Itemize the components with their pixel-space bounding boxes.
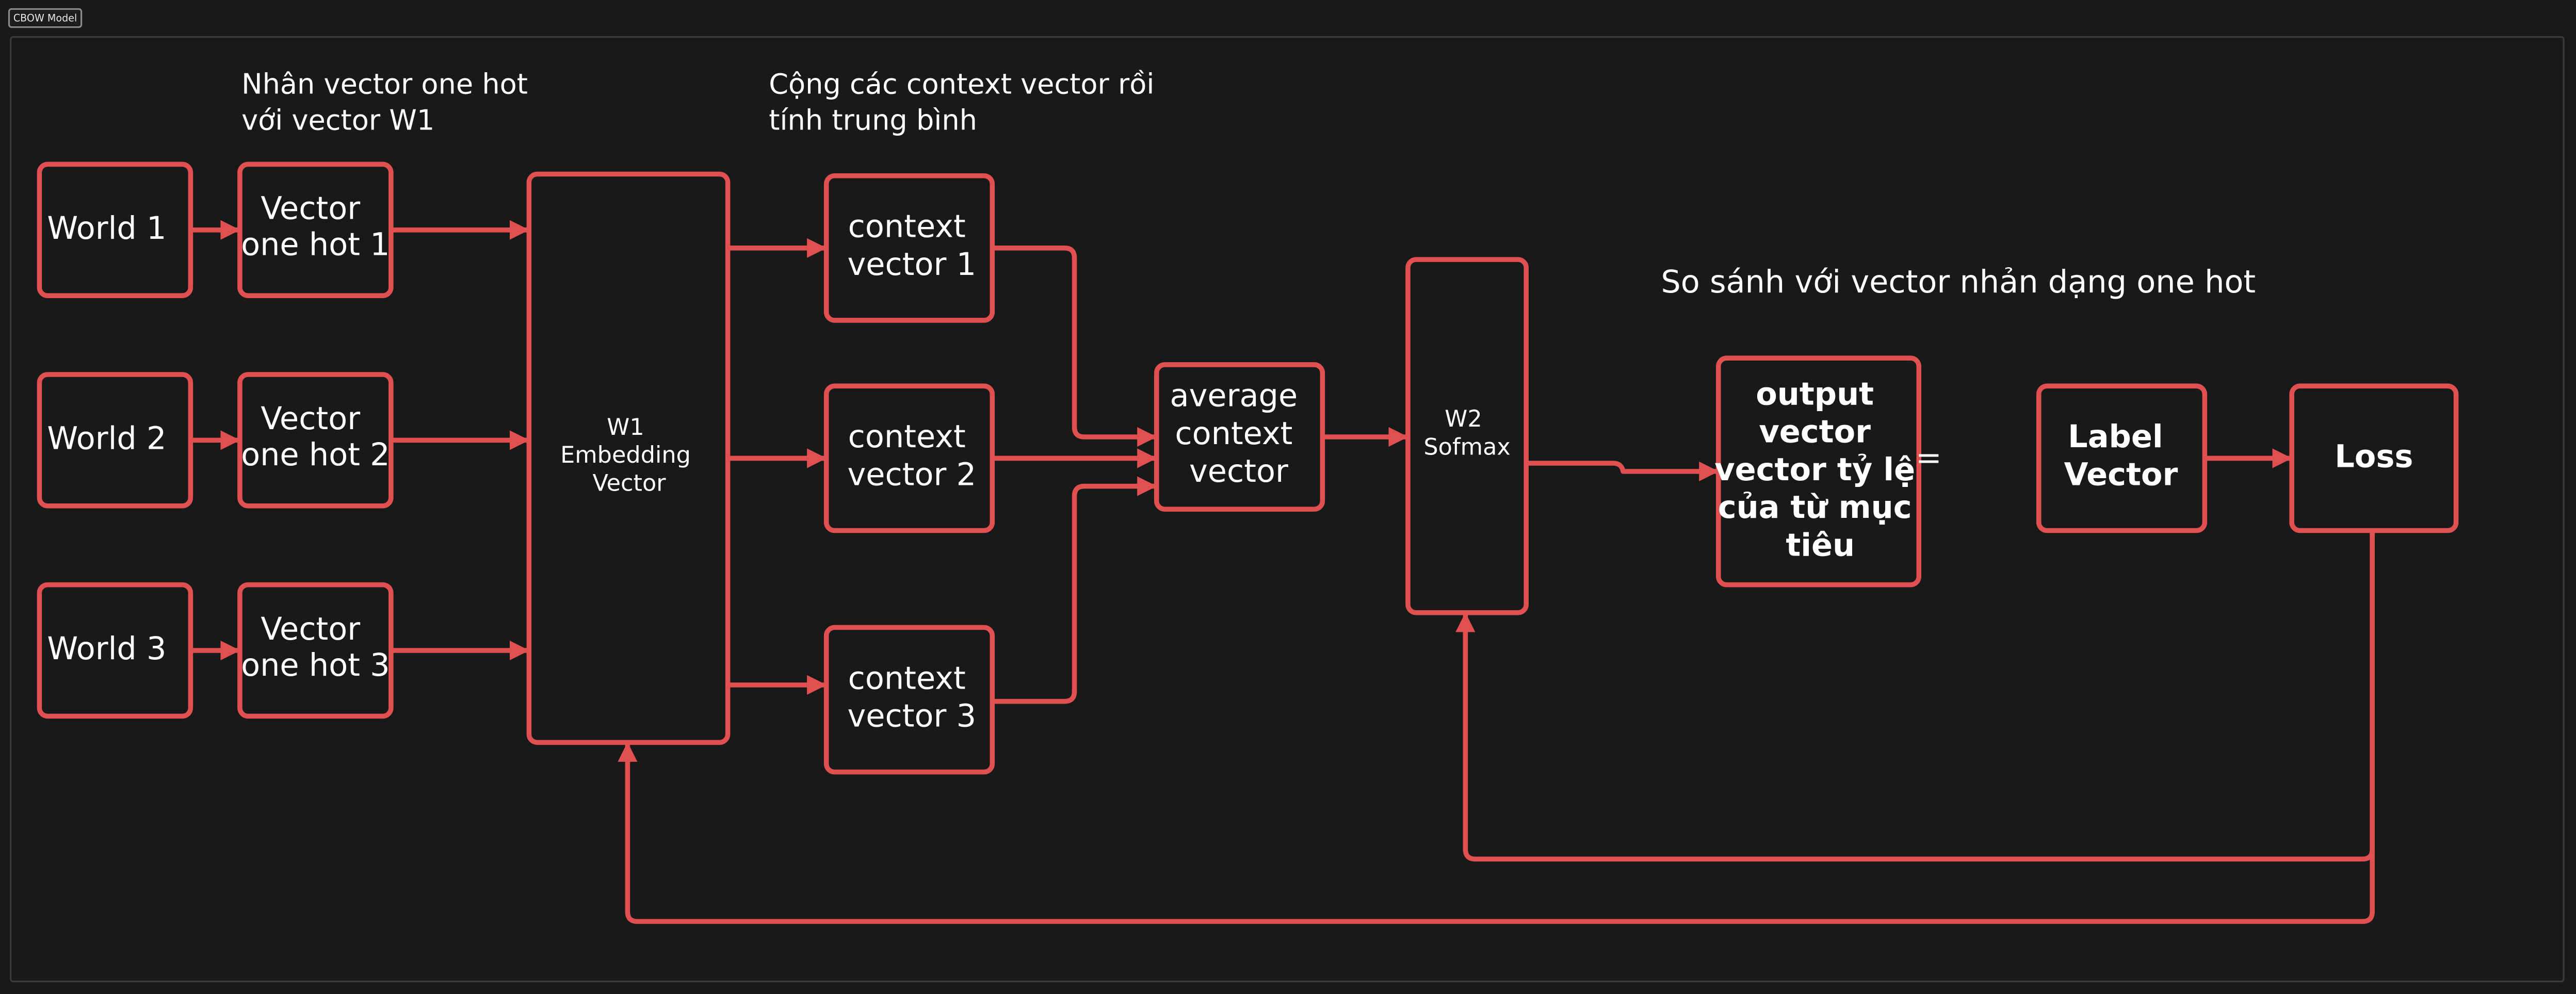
- node-context-vector-2: context vector 2: [823, 383, 995, 533]
- node-output-line5: tiêu: [1786, 527, 1855, 563]
- node-label-line1: Label: [2068, 419, 2163, 455]
- node-word3-label: World 3: [47, 631, 166, 667]
- node-w1-embedding: W1 Embedding Vector: [526, 171, 731, 745]
- svg-text:context vector 3: context vector 3: [847, 660, 976, 734]
- node-avg-line1: average: [1170, 378, 1298, 414]
- annotation-compare: So sánh với vector nhản dạng one hot: [1661, 264, 2256, 300]
- edge-ctx1-avg: [990, 246, 1158, 447]
- annotation-multiply-line2: với vector W1: [241, 104, 434, 137]
- annotation-sum-line2: tính trung bình: [769, 104, 977, 137]
- node-word2: World 2: [37, 372, 193, 509]
- node-onehot1-line2: one hot 1: [241, 226, 390, 263]
- node-w1-line1: W1: [607, 414, 644, 441]
- svg-text:World 2: World 2: [47, 420, 166, 457]
- svg-text:average context: average context vector: [1170, 378, 1308, 489]
- svg-text:World 1: World 1: [47, 210, 166, 246]
- node-output-line1: output: [1756, 376, 1874, 412]
- node-onehot2-line2: one hot 2: [241, 437, 390, 473]
- node-ctx2-line1: context: [848, 419, 966, 455]
- svg-text:Vector one hot 2: Vector one hot 2: [241, 401, 390, 473]
- svg-text:Vector one hot 1: Vector one hot 1: [241, 190, 390, 263]
- node-ctx1-line1: context: [848, 208, 966, 245]
- node-output-vector: output vector vector tỷ lệ của từ mục ti…: [1714, 355, 1942, 588]
- edge-ctx3-avg: [990, 476, 1158, 704]
- node-onehot3-line2: one hot 3: [241, 647, 390, 683]
- svg-text:W1 Embedding V: W1 Embedding Vector: [560, 414, 698, 496]
- node-ctx3-line2: vector 3: [847, 698, 976, 734]
- svg-text:World 3: World 3: [47, 631, 166, 667]
- node-output-line3: vector tỷ lệ: [1714, 451, 1915, 487]
- svg-text:Label Vector: Label Vector: [2064, 419, 2178, 493]
- node-avg-line3: vector: [1189, 453, 1288, 490]
- node-label-line2: Vector: [2064, 457, 2178, 493]
- node-onehot3: Vector one hot 3: [237, 582, 394, 719]
- node-word2-label: World 2: [47, 420, 166, 457]
- node-w1-line3: Vector: [593, 469, 667, 496]
- node-loss-label: Loss: [2335, 438, 2413, 475]
- node-w2-softmax: W2 Sofmax: [1405, 257, 1529, 615]
- node-label-vector: Label Vector: [2036, 383, 2208, 533]
- node-word1-label: World 1: [47, 210, 166, 246]
- node-w2-line2: Sofmax: [1423, 433, 1510, 460]
- annotation-multiply: Nhân vector one hot với vector W1: [241, 68, 537, 137]
- edge-loss-w1-feedback: [618, 529, 2375, 924]
- node-word1: World 1: [37, 161, 193, 298]
- node-average-context-vector: average context vector: [1154, 362, 1325, 512]
- svg-text:context vector 2: context vector 2: [847, 419, 976, 493]
- node-word3: World 3: [37, 582, 193, 719]
- annotation-multiply-line1: Nhân vector one hot: [241, 68, 528, 101]
- node-onehot2: Vector one hot 2: [237, 372, 394, 509]
- node-ctx3-line1: context: [848, 660, 966, 696]
- node-onehot1-line1: Vector: [261, 190, 360, 226]
- node-loss: Loss: [2289, 383, 2459, 533]
- annotation-compare-line1: So sánh với vector nhản dạng one hot: [1661, 264, 2256, 300]
- node-context-vector-3: context vector 3: [823, 625, 995, 775]
- edge-w2-output: [1524, 461, 1720, 481]
- annotation-sum: Cộng các context vector rồi tính trung b…: [769, 68, 1163, 137]
- node-ctx2-line2: vector 2: [847, 457, 976, 493]
- edges: [188, 220, 2375, 924]
- diagram-frame: [10, 36, 2565, 983]
- node-onehot2-line1: Vector: [261, 401, 360, 437]
- node-w1-line2: Embedding: [560, 442, 691, 468]
- annotation-sum-line1: Cộng các context vector rồi: [769, 68, 1154, 101]
- svg-text:W2 Sofmax: W2 Sofmax: [1423, 405, 1510, 460]
- node-output-equals: =: [1916, 440, 1942, 476]
- node-ctx1-line2: vector 1: [847, 246, 976, 282]
- svg-text:output vector: output vector vector tỷ lệ của từ mục ti…: [1714, 376, 1926, 563]
- node-avg-line2: context: [1175, 415, 1292, 451]
- svg-text:Loss: Loss: [2335, 438, 2413, 475]
- node-output-line2: vector: [1759, 414, 1871, 450]
- node-w2-line1: W2: [1445, 405, 1482, 432]
- svg-text:context vector 1: context vector 1: [847, 208, 976, 282]
- node-onehot3-line1: Vector: [261, 611, 360, 647]
- svg-text:Vector one hot 3: Vector one hot 3: [241, 611, 390, 683]
- node-context-vector-1: context vector 1: [823, 173, 995, 323]
- node-onehot1: Vector one hot 1: [237, 161, 394, 298]
- node-output-line4: của từ mục: [1718, 490, 1912, 526]
- window-title: CBOW Model: [8, 8, 83, 28]
